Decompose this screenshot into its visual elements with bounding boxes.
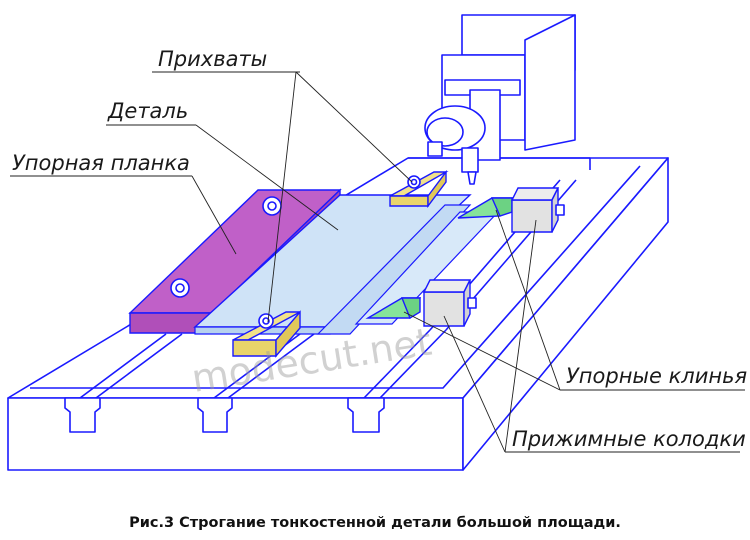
- clamp-block-back: [510, 187, 565, 233]
- label-clamps: Прихваты: [158, 47, 267, 71]
- clamp-front: [232, 310, 301, 358]
- workpiece: [193, 194, 500, 335]
- label-clamp-blocks: Прижимные колодки: [512, 427, 746, 451]
- label-stop-wedges: Упорные клинья: [566, 364, 747, 388]
- clamp-block-front: [422, 279, 477, 327]
- label-workpiece: Деталь: [107, 99, 188, 123]
- figure-caption: Рис.3 Строгание тонкостенной детали боль…: [129, 515, 621, 531]
- tool-head: [424, 14, 576, 185]
- leader-lines: [10, 71, 745, 453]
- label-stop-bar: Упорная планка: [12, 151, 190, 175]
